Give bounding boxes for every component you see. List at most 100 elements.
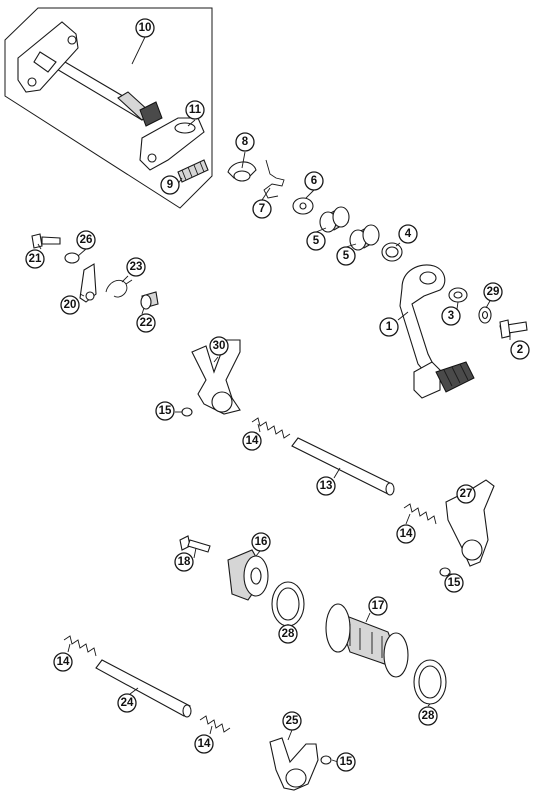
spring-washer-29 — [478, 306, 492, 324]
callout-label: 9 — [167, 179, 173, 191]
callout-label: 21 — [29, 253, 42, 265]
callout-label: 5 — [343, 250, 350, 262]
callout-28b: 28 — [418, 706, 438, 726]
callout-label: 29 — [487, 286, 500, 298]
clip-8 — [227, 161, 257, 182]
callout-3: 3 — [441, 306, 461, 326]
spring-14d — [199, 715, 231, 733]
callout-27: 27 — [456, 484, 476, 504]
bolt-18 — [179, 535, 211, 553]
callout-label: 4 — [405, 228, 412, 240]
callout-16: 16 — [251, 532, 271, 552]
callout-label: 14 — [57, 656, 70, 668]
shift-shaft — [17, 21, 163, 127]
callout-label: 30 — [213, 340, 226, 352]
callout-label: 14 — [198, 738, 211, 750]
callout-20: 20 — [60, 295, 80, 315]
bolt-2 — [499, 319, 528, 339]
callout-label: 1 — [386, 321, 393, 333]
callout-14b: 14 — [396, 524, 416, 544]
shift-drum-17 — [325, 603, 409, 678]
torsion-spring-9 — [177, 159, 209, 183]
washer-26 — [64, 252, 80, 264]
callout-30: 30 — [209, 336, 229, 356]
leader-lines — [37, 36, 511, 763]
callout-label: 15 — [159, 405, 172, 417]
callout-5a: 5 — [306, 231, 326, 251]
callout-6: 6 — [304, 171, 324, 191]
callout-label: 2 — [517, 344, 523, 356]
bushing-5a — [319, 206, 350, 233]
callout-17: 17 — [368, 596, 388, 616]
callout-label: 23 — [130, 261, 143, 273]
callout-9: 9 — [160, 175, 180, 195]
callout-label: 15 — [340, 756, 353, 768]
callout-label: 16 — [255, 536, 268, 548]
pin-15c — [320, 755, 332, 765]
shift-fork-30 — [191, 339, 241, 415]
shift-drum-cam-16 — [227, 549, 269, 601]
callout-label: 5 — [313, 235, 320, 247]
pin-15b — [439, 567, 451, 577]
callout-21: 21 — [25, 249, 45, 269]
spring-14c — [63, 635, 97, 657]
callout-13: 13 — [316, 476, 336, 496]
callout-4: 4 — [398, 224, 418, 244]
callout-23: 23 — [126, 257, 146, 277]
spring-23 — [105, 279, 133, 298]
callout-label: 25 — [286, 715, 299, 727]
callout-24: 24 — [117, 693, 137, 713]
shift-lever-plate — [139, 117, 205, 171]
callout-label: 22 — [140, 317, 153, 329]
callout-14c: 14 — [53, 652, 73, 672]
callout-label: 15 — [448, 577, 461, 589]
callout-25: 25 — [282, 711, 302, 731]
callout-18: 18 — [174, 552, 194, 572]
callout-label: 8 — [242, 136, 249, 148]
callout-10: 10 — [135, 18, 155, 38]
spring-14a — [251, 417, 291, 439]
callout-label: 7 — [259, 203, 265, 215]
callout-label: 14 — [400, 528, 413, 540]
callout-26: 26 — [76, 230, 96, 250]
lever-20 — [79, 263, 97, 303]
callout-1: 1 — [379, 317, 399, 337]
bushing-5b — [349, 224, 380, 251]
callout-29: 29 — [483, 282, 503, 302]
callout-label: 28 — [422, 710, 435, 722]
callout-label: 24 — [121, 697, 134, 709]
pin-15a — [181, 407, 193, 417]
callout-label: 20 — [64, 299, 77, 311]
callout-15c: 15 — [336, 752, 356, 772]
callout-15a: 15 — [155, 401, 175, 421]
callout-label: 27 — [460, 488, 473, 500]
spring-14b — [403, 503, 437, 525]
shift-pedal-1 — [399, 264, 475, 399]
rod-13 — [291, 437, 395, 496]
bushing-22 — [140, 291, 159, 310]
bearing-28b — [413, 659, 447, 705]
bearing-28a — [271, 581, 305, 627]
callout-11: 11 — [185, 100, 205, 120]
callout-15b: 15 — [444, 573, 464, 593]
callout-label: 14 — [246, 435, 259, 447]
spring-clip-7 — [263, 159, 285, 199]
callout-7: 7 — [252, 199, 272, 219]
callout-label: 10 — [139, 22, 152, 34]
callout-label: 13 — [320, 480, 333, 492]
shift-fork-25 — [269, 737, 319, 791]
shift-fork-27 — [445, 479, 495, 567]
callout-label: 11 — [189, 104, 202, 116]
callout-5b: 5 — [336, 246, 356, 266]
callout-14d: 14 — [194, 734, 214, 754]
callout-28a: 28 — [278, 624, 298, 644]
callout-label: 28 — [282, 628, 295, 640]
callout-label: 3 — [448, 310, 454, 322]
callout-8: 8 — [235, 132, 255, 152]
callout-2: 2 — [510, 340, 530, 360]
callout-22: 22 — [136, 313, 156, 333]
rod-24 — [95, 659, 192, 718]
callout-label: 26 — [80, 234, 93, 246]
callout-label: 6 — [311, 175, 317, 187]
